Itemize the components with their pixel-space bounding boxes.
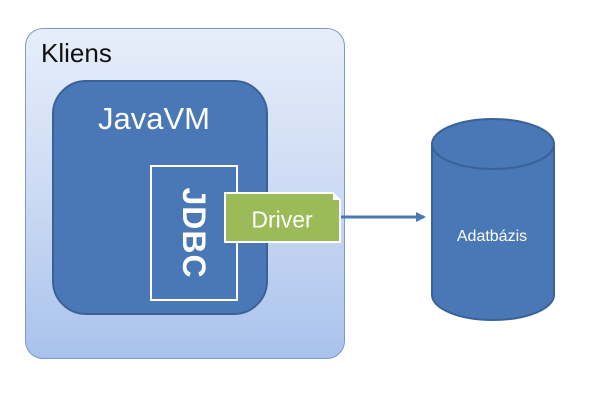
driver-fold (333, 193, 340, 200)
driver-box (224, 192, 341, 243)
database-body (431, 143, 555, 321)
client-label: Kliens (41, 38, 112, 68)
database-label: Adatbázis (456, 228, 528, 245)
database-cylinder (431, 118, 555, 321)
database-top (431, 118, 555, 170)
jvm-label: JavaVM (98, 101, 210, 136)
driver-label: Driver (251, 206, 313, 233)
